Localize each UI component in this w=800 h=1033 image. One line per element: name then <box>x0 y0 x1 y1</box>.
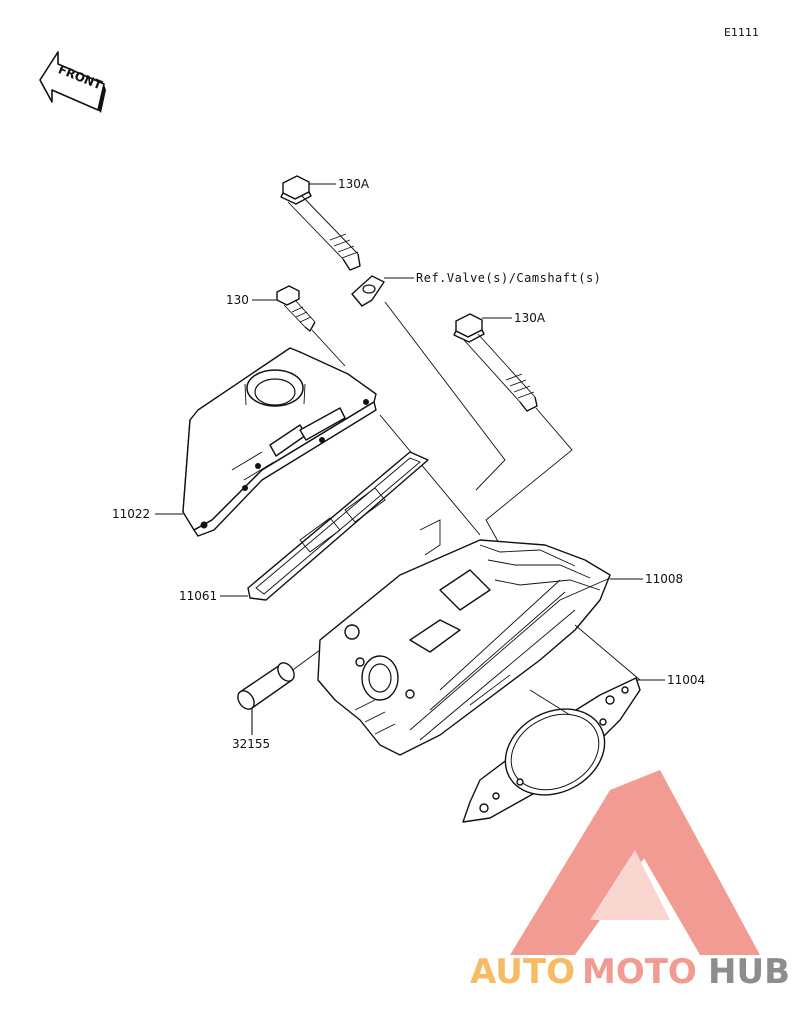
pipe-32155 <box>237 662 295 710</box>
bolt-130 <box>276 285 316 332</box>
cover-gasket <box>247 451 429 601</box>
bolt-130a-right <box>453 313 538 412</box>
callout-11061: 11061 <box>179 589 217 603</box>
watermark-auto: AUTO <box>470 952 575 992</box>
watermark-moto: MOTO <box>582 952 697 992</box>
callout-130: 130 <box>226 293 249 307</box>
callout-ref-note: Ref.Valve(s)/Camshaft(s) <box>416 271 601 285</box>
front-arrow-icon: FRONT <box>39 51 106 113</box>
callout-11022: 11022 <box>112 507 150 521</box>
diagram-code: E1111 <box>724 26 759 39</box>
callout-32155: 32155 <box>232 737 270 751</box>
automotohub-logo: AUTO MOTO HUB <box>470 770 790 992</box>
callout-11008: 11008 <box>645 572 683 586</box>
watermark-hub: HUB <box>708 952 790 992</box>
callout-11004: 11004 <box>667 673 705 687</box>
head-gasket <box>462 677 641 823</box>
valve-washer <box>351 275 385 307</box>
bolt-130a-top <box>280 175 361 271</box>
callout-130a-top: 130A <box>338 177 370 191</box>
callout-130a-right: 130A <box>514 311 546 325</box>
cylinder-head <box>317 539 611 756</box>
cylinder-head-cover <box>182 347 377 537</box>
